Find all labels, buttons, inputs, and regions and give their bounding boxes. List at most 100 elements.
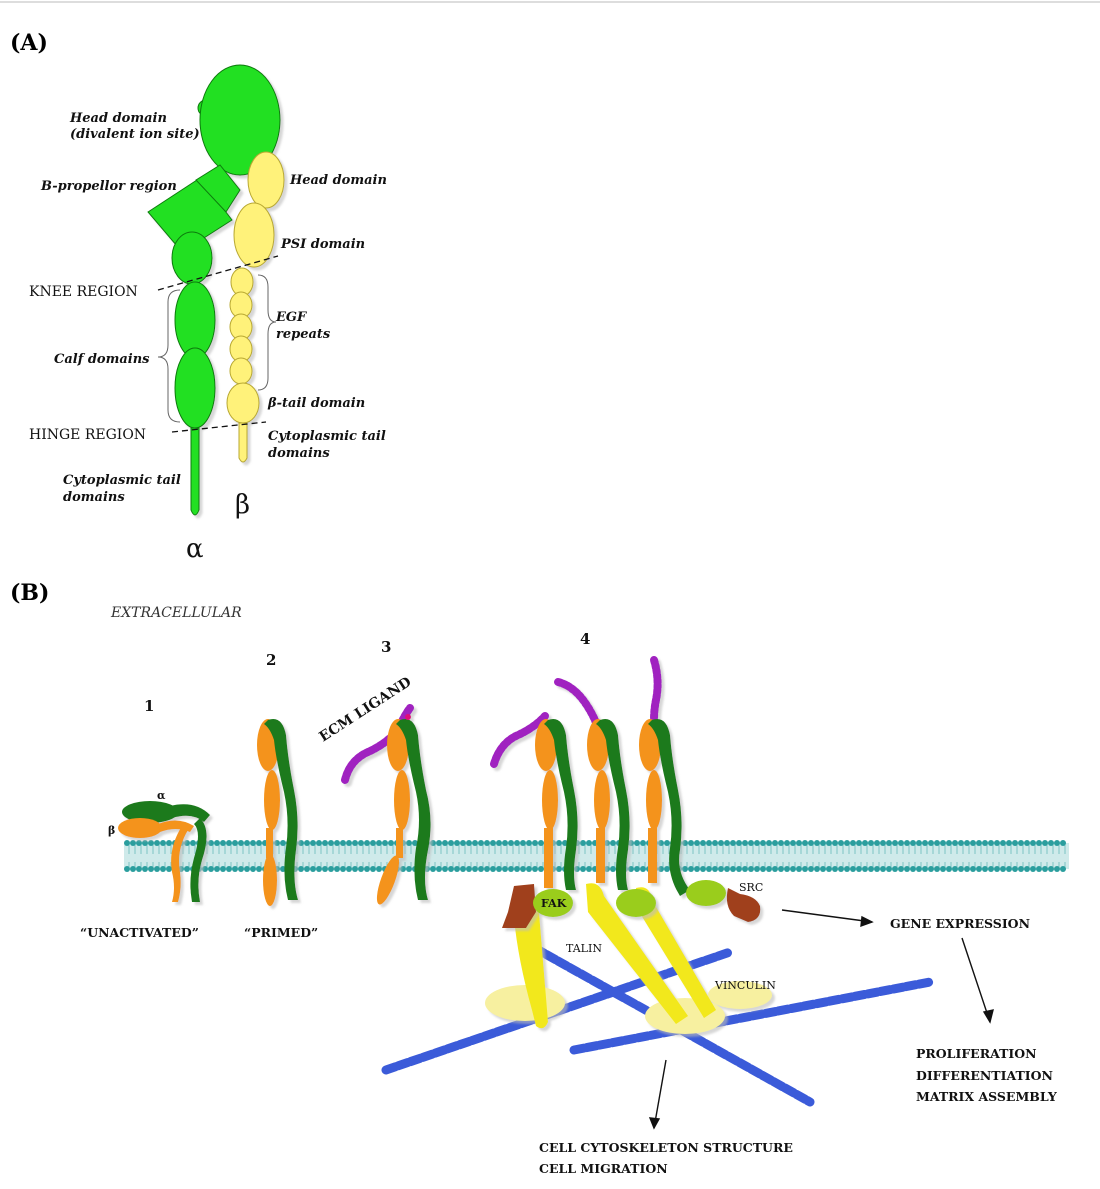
lipid-head [280, 840, 286, 846]
beta-small-label: β [108, 824, 115, 837]
lipid-head [154, 866, 160, 872]
lipid-head [1024, 866, 1030, 872]
lipid-head [436, 866, 442, 872]
lipid-head [1000, 840, 1006, 846]
lipid-head [490, 866, 496, 872]
panel-b-label: (B) [10, 580, 49, 606]
lipid-head [202, 866, 208, 872]
lipid-head [640, 840, 646, 846]
alpha-calf1-domain [175, 282, 215, 358]
lipid-head [238, 840, 244, 846]
head-domain-beta-label: Head domain [289, 173, 387, 188]
lipid-head [208, 866, 214, 872]
lipid-head [1000, 866, 1006, 872]
state-4-number: 4 [580, 630, 590, 648]
lipid-head [766, 840, 772, 846]
talin-label: TALIN [566, 942, 602, 955]
lipid-head [874, 840, 880, 846]
lipid-head [322, 866, 328, 872]
lipid-head [466, 866, 472, 872]
lipid-head [988, 840, 994, 846]
lipid-head [460, 840, 466, 846]
lipid-head [1060, 866, 1066, 872]
lipid-head [820, 866, 826, 872]
lipid-head [868, 840, 874, 846]
lipid-head [130, 840, 136, 846]
lipid-head [964, 866, 970, 872]
lipid-head [538, 840, 544, 846]
lipid-head [166, 866, 172, 872]
lipid-head [1054, 866, 1060, 872]
lipid-head [844, 840, 850, 846]
lipid-head [832, 840, 838, 846]
lipid-head [694, 840, 700, 846]
outcome-differentiation: DIFFERENTIATION [916, 1068, 1053, 1083]
lipid-head [934, 840, 940, 846]
lipid-head [1054, 840, 1060, 846]
lipid-head [850, 866, 856, 872]
lipid-head [454, 866, 460, 872]
lipid-head [226, 840, 232, 846]
lipid-head [508, 866, 514, 872]
vinculin-blob [485, 985, 565, 1021]
lipid-head [964, 840, 970, 846]
beta-head-domain [248, 152, 284, 208]
lipid-head [928, 866, 934, 872]
beta-subunit-diagram [227, 152, 284, 462]
lipid-head [340, 840, 346, 846]
lipid-head [250, 840, 256, 846]
lipid-head [1012, 866, 1018, 872]
lipid-head [214, 840, 220, 846]
hinge-region-label: HINGE REGION [29, 427, 146, 443]
calf-domains-label: Calf domains [54, 352, 150, 367]
lipid-head [340, 866, 346, 872]
lipid-head [808, 866, 814, 872]
beta-symbol: β [235, 490, 250, 520]
lipid-head [910, 840, 916, 846]
lipid-head [886, 866, 892, 872]
lipid-head [244, 840, 250, 846]
lipid-head [718, 866, 724, 872]
lipid-head [406, 866, 412, 872]
lipid-head [400, 866, 406, 872]
alpha-calf2-domain [175, 348, 215, 428]
lipid-head [958, 866, 964, 872]
lipid-head [634, 866, 640, 872]
lipid-head [658, 840, 664, 846]
lipid-head [790, 866, 796, 872]
lipid-head [472, 866, 478, 872]
lipid-head [442, 866, 448, 872]
lipid-head [316, 866, 322, 872]
lipid-head [448, 866, 454, 872]
psi-domain-label: PSI domain [280, 237, 365, 252]
lipid-head [334, 840, 340, 846]
lipid-head [226, 866, 232, 872]
lipid-head [982, 840, 988, 846]
lipid-head [802, 840, 808, 846]
lipid-head [760, 840, 766, 846]
lipid-head [700, 866, 706, 872]
lipid-head [370, 866, 376, 872]
src-label: SRC [739, 881, 763, 894]
lipid-head [724, 840, 730, 846]
lipid-head [1060, 840, 1066, 846]
lipid-head [586, 840, 592, 846]
lipid-head [952, 866, 958, 872]
knee-region-label: KNEE REGION [29, 284, 138, 300]
lipid-head [454, 840, 460, 846]
lipid-head [856, 840, 862, 846]
lipid-head [736, 840, 742, 846]
lipid-head [796, 840, 802, 846]
lipid-head [298, 866, 304, 872]
lipid-head [580, 866, 586, 872]
alpha-small-label: α [157, 789, 166, 802]
lipid-head [370, 840, 376, 846]
lipid-head [976, 840, 982, 846]
lipid-head [352, 840, 358, 846]
lipid-head [994, 866, 1000, 872]
lipid-head [1048, 866, 1054, 872]
lipid-head [520, 866, 526, 872]
lipid-head [358, 866, 364, 872]
lipid-head [1036, 866, 1042, 872]
cyto-tail-alpha-label: Cytoplasmic tail domains [63, 473, 185, 505]
